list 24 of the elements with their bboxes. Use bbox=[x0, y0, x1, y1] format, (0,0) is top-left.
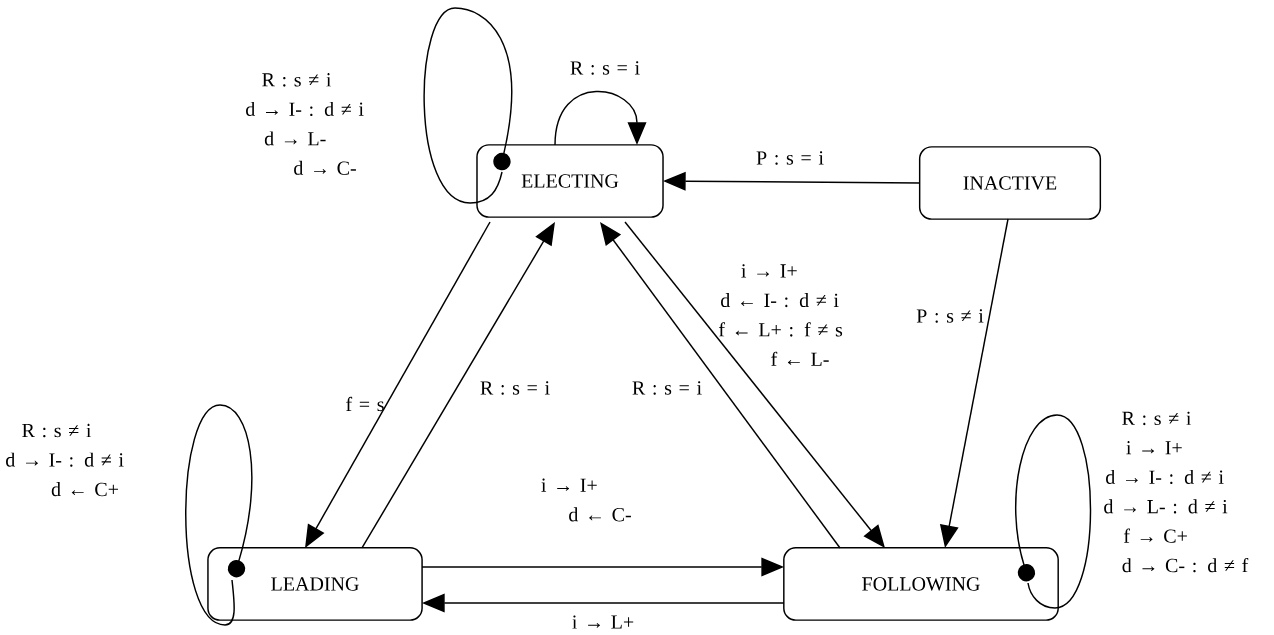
edge-label: R : s ≠ i d → I- : d ≠ i d ← C+ bbox=[6, 423, 124, 497]
loop-arrow bbox=[185, 404, 253, 626]
loop-arrow bbox=[423, 7, 513, 204]
edge-label: R : s ≠ i i → I+ d → I- : d ≠ i d → L- : d ≠ i f → C+ d → C- : d ≠ f bbox=[1104, 411, 1249, 573]
arrow bbox=[361, 222, 555, 549]
edge-label: R : s ≠ i d → I- : d ≠ i d → L- d → C- bbox=[246, 73, 364, 175]
edge-label: R : s = i bbox=[480, 381, 550, 395]
edge-label: i → L+ bbox=[572, 615, 634, 629]
edge-label: R : s = i bbox=[570, 61, 640, 75]
edge-label: i → I+ d ← C- bbox=[541, 478, 631, 522]
arrow bbox=[305, 221, 491, 548]
edge-label: P : s = i bbox=[756, 151, 824, 165]
edge-label: i → I+ d ← I- : d ≠ i f ← L+ : f ≠ s f ← L- bbox=[719, 264, 843, 366]
arrow bbox=[624, 221, 885, 548]
state-box: LEADING bbox=[207, 547, 423, 621]
edge-label: R : s = i bbox=[632, 381, 702, 395]
arrow bbox=[600, 222, 841, 549]
state-box: INACTIVE bbox=[918, 146, 1102, 220]
loop-arrow bbox=[1015, 414, 1092, 609]
edge-label: f = s bbox=[346, 396, 384, 412]
state-box: FOLLOWING bbox=[783, 547, 1059, 621]
loop-arrow bbox=[554, 90, 647, 146]
edge-label: P : s ≠ i bbox=[916, 309, 984, 323]
state-box: ELECTING bbox=[476, 144, 664, 218]
